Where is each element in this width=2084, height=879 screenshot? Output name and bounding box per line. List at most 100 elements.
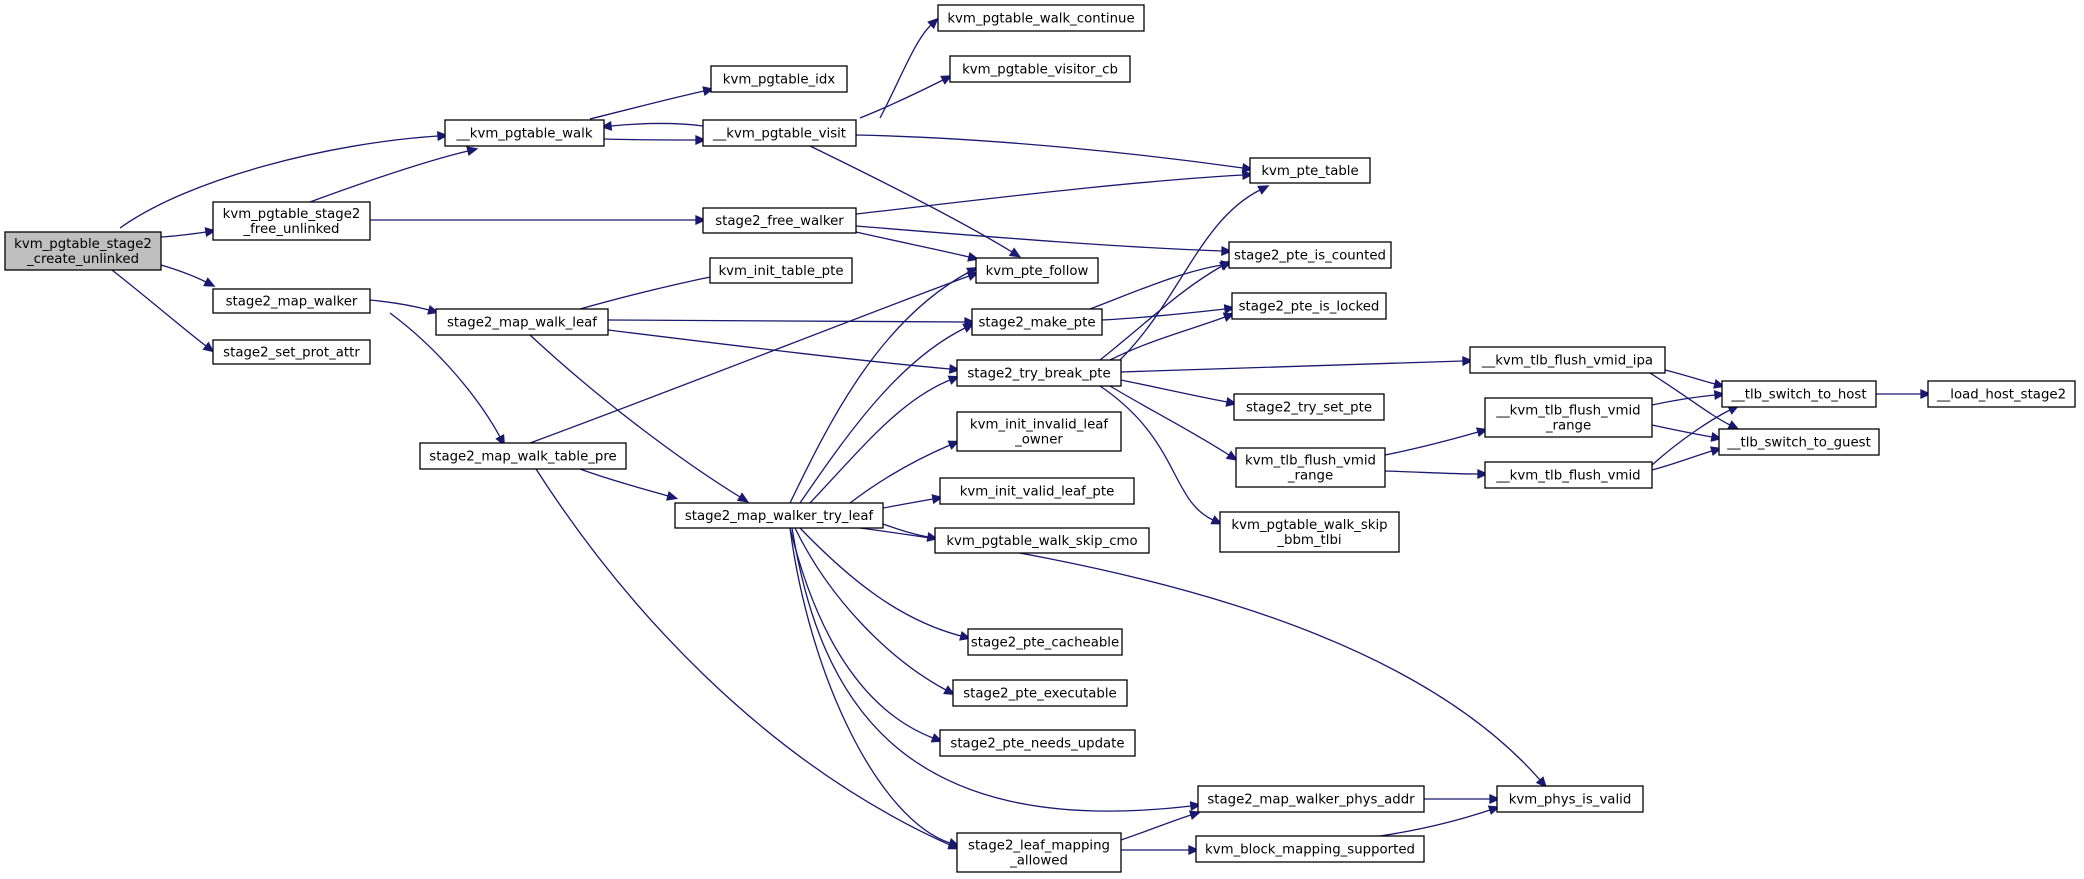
node-stage2-map-walker[interactable]: stage2_map_walker xyxy=(212,288,371,314)
arrowhead xyxy=(203,277,216,287)
edge-stage2_leaf_mapping_allowed-to-stage2_map_walker_phys_addr xyxy=(1120,810,1202,841)
node-box xyxy=(934,527,1150,554)
node-kvm-tlb-flush-vmid-range[interactable]: kvm_tlb_flush_vmid_range xyxy=(1235,447,1386,488)
node-label: stage2_pte_executable xyxy=(963,687,1117,702)
node-box xyxy=(212,288,371,314)
node-kvm-pgtable-visitor-cb[interactable]: kvm_pgtable_visitor_cb xyxy=(949,55,1131,83)
node-box xyxy=(937,4,1145,32)
edge-stage2_try_break_pte-to-stage2_pte_is_counted xyxy=(1099,260,1232,361)
arrowhead xyxy=(1713,379,1726,389)
node-label: __kvm_pgtable_walk xyxy=(455,127,592,142)
arrowhead xyxy=(1241,162,1254,173)
node-kvm-pgtable-idx[interactable]: kvm_pgtable_idx xyxy=(710,65,848,93)
node-box xyxy=(1235,447,1386,488)
node-tlb-switch-to-guest[interactable]: __tlb_switch_to_guest xyxy=(1718,428,1880,456)
node-stage2-try-set-pte[interactable]: stage2_try_set_pte xyxy=(1233,393,1385,421)
node-label: kvm_pgtable_idx xyxy=(723,73,836,88)
node-kvm-pte-table[interactable]: kvm_pte_table xyxy=(1249,157,1371,184)
edge-stage2_try_break_pte-to-kvm_tlb_flush_vmid_range xyxy=(1109,385,1238,461)
edge-stage2_leaf_mapping_allowed-to-kvm_block_mapping_supported xyxy=(1120,844,1200,856)
node-stage2-map-walker-try-leaf[interactable]: stage2_map_walker_try_leaf xyxy=(674,502,884,529)
node-kvm-pgtable-walk-skip-cmo[interactable]: kvm_pgtable_walk_skip_cmo xyxy=(934,527,1150,554)
node-label: kvm_pgtable_stage2 xyxy=(223,207,361,222)
node-stage2-pte-executable[interactable]: stage2_pte_executable xyxy=(952,679,1128,707)
node-stage2-pte-is-counted[interactable]: stage2_pte_is_counted xyxy=(1228,241,1392,269)
node-stage2-pte-needs-update[interactable]: stage2_pte_needs_update xyxy=(939,729,1136,757)
arrowhead xyxy=(930,733,943,743)
edge-stage2_map_walk_leaf-to-kvm_init_table_pte xyxy=(579,270,731,310)
node-kvm-tlb-flush-vmid-ipa[interactable]: __kvm_tlb_flush_vmid_ipa xyxy=(1469,346,1666,374)
node-box xyxy=(971,308,1103,336)
node-box xyxy=(1219,511,1400,553)
node-stage2-map-walker-phys-addr[interactable]: stage2_map_walker_phys_addr xyxy=(1197,785,1425,813)
node-kvm-block-mapping-supported[interactable]: kvm_block_mapping_supported xyxy=(1195,835,1425,863)
node-box xyxy=(1484,461,1653,489)
node-box xyxy=(975,257,1099,284)
node-kvm-pgtable-walk-skip-bbm-tlbi[interactable]: kvm_pgtable_walk_skip_bbm_tlbi xyxy=(1219,511,1400,553)
node-stage2-pte-cacheable[interactable]: stage2_pte_cacheable xyxy=(967,628,1123,656)
node-label: kvm_phys_is_valid xyxy=(1509,793,1632,808)
node-root[interactable]: kvm_pgtable_stage2_create_unlinked xyxy=(4,231,162,271)
node-box xyxy=(1233,393,1385,421)
node-stage2-free-walker[interactable]: stage2_free_walker xyxy=(702,207,857,234)
node-stage2-map-walk-leaf[interactable]: stage2_map_walk_leaf xyxy=(435,308,609,336)
node-label: stage2_map_walker xyxy=(226,295,358,310)
edge-__kvm_tlb_flush_vmid_range-to-__tlb_switch_to_host xyxy=(1651,390,1726,406)
node-box xyxy=(1195,835,1425,863)
node-box xyxy=(444,119,605,147)
node-label: kvm_pgtable_stage2 xyxy=(14,237,152,252)
edge-stage2_map_walk_table_pre-to-stage2_map_walker_try_leaf xyxy=(579,468,679,501)
arrowhead xyxy=(600,120,613,131)
node-stage2-set-prot-attr[interactable]: stage2_set_prot_attr xyxy=(212,339,371,365)
node-label: _range xyxy=(1287,469,1333,484)
arrowhead xyxy=(437,131,449,142)
node-kvm-init-invalid-leaf-owner[interactable]: kvm_init_invalid_leaf_owner xyxy=(956,411,1122,452)
node-kvm-pgtable-walk-continue[interactable]: kvm_pgtable_walk_continue xyxy=(937,4,1145,32)
edge-kvm_pgtable_stage2_free_unlinked-to-stage2_free_walker xyxy=(370,214,707,226)
node-kvm-init-table-pte[interactable]: kvm_init_table_pte xyxy=(709,257,853,284)
edge-root-to-kvm_pgtable_stage2_free_unlinked xyxy=(160,227,217,238)
node-kvm-init-valid-leaf-pte[interactable]: kvm_init_valid_leaf_pte xyxy=(939,477,1135,505)
node-stage2-make-pte[interactable]: stage2_make_pte xyxy=(971,308,1103,336)
edge-stage2_free_walker-to-stage2_pte_is_counted xyxy=(855,225,1233,256)
node-kvm-pte-follow[interactable]: kvm_pte_follow xyxy=(975,257,1099,284)
nodes-layer: kvm_pgtable_stage2_create_unlinked __kvm_… xyxy=(4,4,2076,873)
edge-__kvm_tlb_flush_vmid_range-to-__tlb_switch_to_guest xyxy=(1651,424,1723,442)
node-box xyxy=(435,308,609,336)
node-box xyxy=(419,442,627,470)
node-stage2-map-walk-table-pre[interactable]: stage2_map_walk_table_pre xyxy=(419,442,627,470)
node-box xyxy=(956,359,1122,387)
arrowhead xyxy=(947,838,961,848)
node-kvm-tlb-flush-vmid-range[interactable]: __kvm_tlb_flush_vmid_range xyxy=(1484,397,1653,438)
node-stage2-leaf-mapping-allowed[interactable]: stage2_leaf_mapping_allowed xyxy=(956,832,1122,873)
arrowhead xyxy=(736,492,750,503)
node-tlb-switch-to-host[interactable]: __tlb_switch_to_host xyxy=(1721,380,1877,408)
node-label: stage2_map_walk_leaf xyxy=(447,316,597,331)
arrowhead xyxy=(1713,390,1726,401)
node-label: stage2_try_break_pte xyxy=(967,367,1110,382)
edge-stage2_map_walker_try_leaf-to-stage2_pte_needs_update xyxy=(789,527,943,743)
edge-kvm_block_mapping_supported-to-kvm_phys_is_valid xyxy=(1379,805,1501,837)
node-kvm-phys-is-valid[interactable]: kvm_phys_is_valid xyxy=(1496,785,1644,813)
node-stage2-pte-is-locked[interactable]: stage2_pte_is_locked xyxy=(1231,292,1387,320)
arrowhead xyxy=(1257,185,1270,195)
node-kvm-pgtable-visit[interactable]: __kvm_pgtable_visit xyxy=(702,119,857,147)
edge-stage2_map_walker_try_leaf-to-kvm_init_invalid_leaf_owner xyxy=(849,440,960,504)
arrowhead xyxy=(959,630,972,641)
node-box xyxy=(1496,785,1644,813)
node-box xyxy=(212,201,371,241)
edge-kvm_pgtable_visit-to-kvm_pgtable_visitor_cb xyxy=(859,75,953,119)
node-label: __kvm_tlb_flush_vmid_ipa xyxy=(1481,354,1653,369)
node-label: _range xyxy=(1545,419,1591,434)
node-stage2-try-break-pte[interactable]: stage2_try_break_pte xyxy=(956,359,1122,387)
node-kvm-tlb-flush-vmid[interactable]: __kvm_tlb_flush_vmid xyxy=(1484,461,1653,489)
edge-stage2_try_break_pte-to-__kvm_tlb_flush_vmid_ipa xyxy=(1120,356,1474,373)
node-kvm-pgtable-walk[interactable]: __kvm_pgtable_walk xyxy=(444,119,605,147)
node-label: kvm_pte_follow xyxy=(986,264,1089,279)
node-load-host-stage2[interactable]: __load_host_stage2 xyxy=(1927,380,2076,408)
node-label: stage2_set_prot_attr xyxy=(223,346,360,361)
node-kvm-pgtable-stage2-free-unlinked[interactable]: kvm_pgtable_stage2_free_unlinked xyxy=(212,201,371,241)
node-label: kvm_pgtable_visitor_cb xyxy=(962,63,1118,78)
edge-__kvm_tlb_flush_vmid-to-__tlb_switch_to_guest xyxy=(1651,446,1723,471)
